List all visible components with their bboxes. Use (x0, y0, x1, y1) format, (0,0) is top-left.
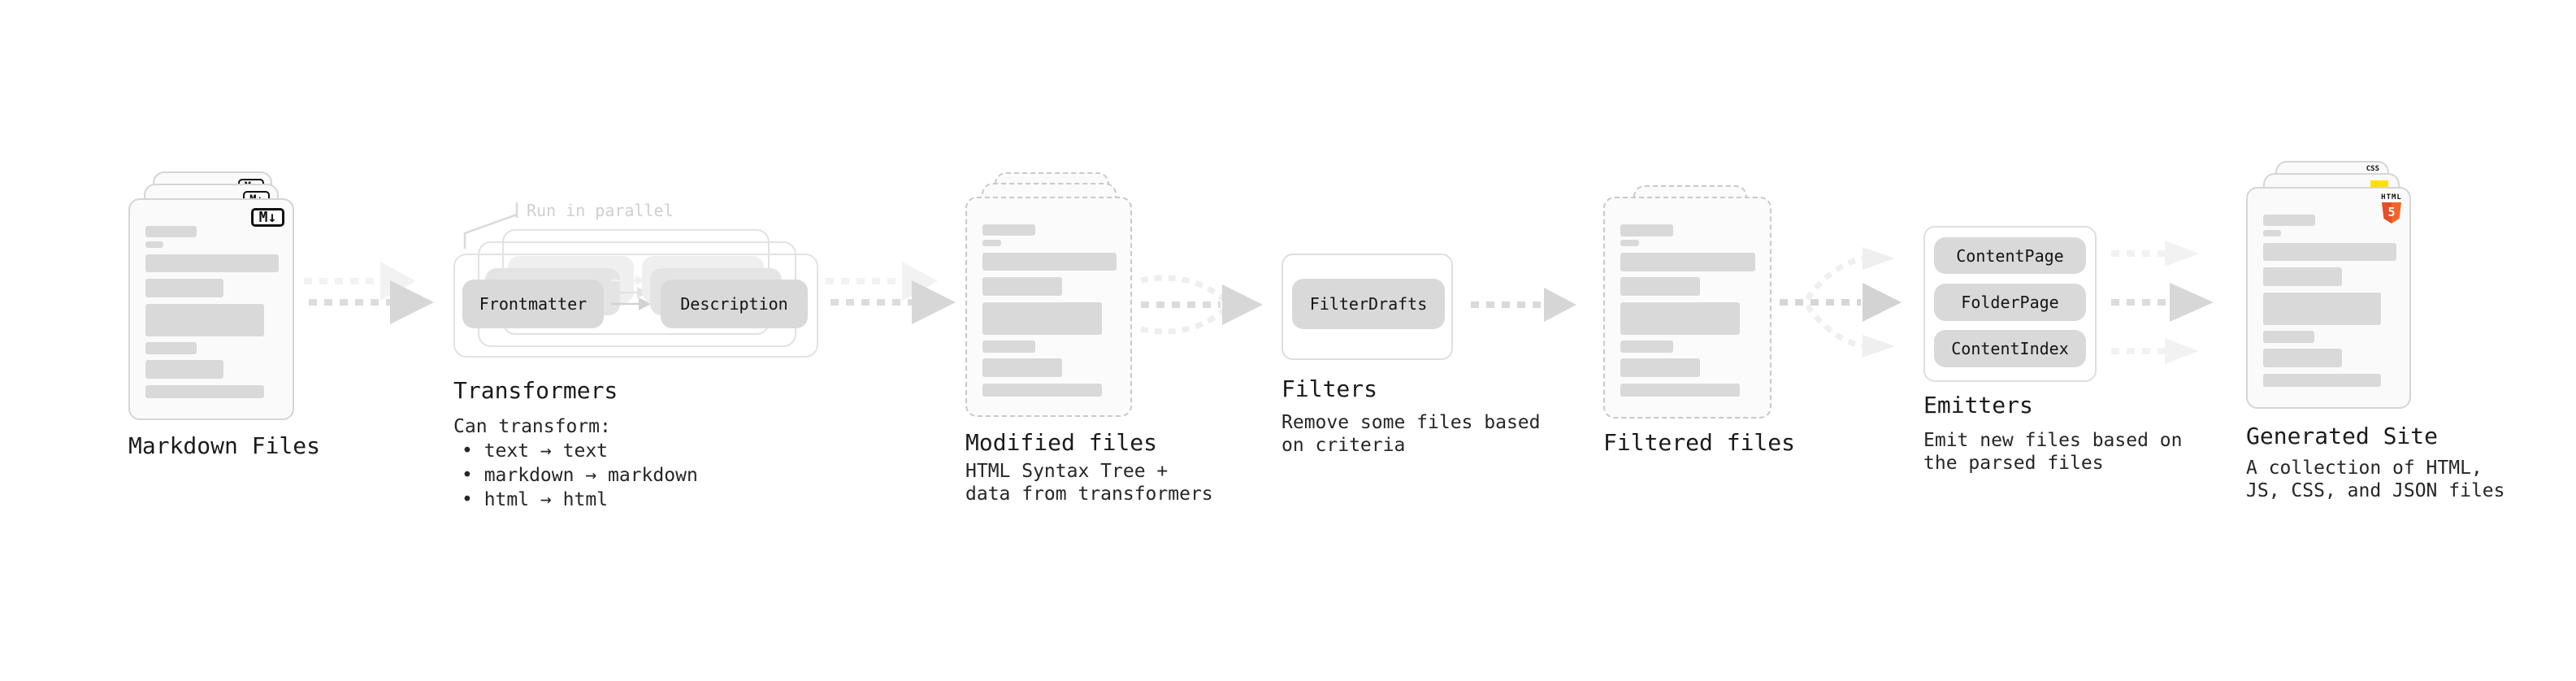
transformers-bullet: • markdown → markdown (462, 465, 698, 486)
flow-arrow-markdown-to-transformers (304, 262, 434, 324)
modified-files-label: Modified files (965, 429, 1158, 456)
frontmatter-pill: Frontmatter (462, 280, 604, 328)
parallel-mini-arrows (611, 275, 651, 310)
generated-desc-line: A collection of HTML, (2246, 458, 2483, 479)
markdown-file-card-front: M↓ (128, 198, 294, 420)
generated-desc-line: JS, CSS, and JSON files (2246, 480, 2505, 501)
flow-arrow-transformers-to-modified (826, 262, 956, 324)
filtered-files-label: Filtered files (1603, 429, 1796, 456)
emitters-heading: Emitters (1923, 392, 2033, 419)
emitters-desc-line: the parsed files (1923, 453, 2104, 474)
modified-file-card-front (965, 197, 1132, 417)
run-in-parallel-connector (463, 202, 518, 249)
transformers-heading: Transformers (453, 377, 618, 404)
filtered-file-card-front (1603, 197, 1772, 419)
html5-icon: HTML 5 (2379, 193, 2404, 223)
transformers-description: Can transform: • text → text • markdown … (453, 414, 698, 512)
modified-desc-line: data from transformers (965, 484, 1213, 505)
js-file-icon (2370, 180, 2388, 189)
transformers-desc-title: Can transform: (453, 416, 611, 437)
merge-arrow-modified-to-filters (1140, 275, 1263, 335)
filters-description: Remove some files based on criteria (1281, 411, 1541, 457)
fanout-arrows-filtered-to-emitters (1780, 247, 1902, 358)
markdown-icon: M↓ (251, 208, 284, 227)
generated-file-card-front: HTML 5 (2246, 187, 2411, 409)
transformers-bullet: • text → text (462, 440, 609, 462)
run-in-parallel-annotation: Run in parallel (527, 201, 674, 220)
modified-desc-line: HTML Syntax Tree + (965, 461, 1169, 482)
generated-site-label: Generated Site (2246, 423, 2439, 449)
transformer-layer-front (453, 254, 818, 358)
filters-desc-line: Remove some files based (1281, 412, 1541, 433)
contentindex-pill: ContentIndex (1934, 330, 2086, 367)
contentpage-pill: ContentPage (1934, 237, 2086, 274)
folderpage-pill: FolderPage (1934, 284, 2086, 321)
filters-desc-line: on criteria (1281, 435, 1406, 456)
filters-heading: Filters (1281, 375, 1378, 402)
description-pill: Description (661, 280, 808, 328)
flow-arrow-filters-to-filtered (1471, 288, 1576, 322)
flow-arrows-emitters-to-generated (2111, 241, 2214, 364)
generated-site-description: A collection of HTML, JS, CSS, and JSON … (2246, 457, 2505, 502)
modified-files-description: HTML Syntax Tree + data from transformer… (965, 460, 1213, 505)
markdown-files-label: Markdown Files (128, 432, 321, 459)
emitters-description: Emit new files based on the parsed files (1923, 429, 2183, 475)
filterdrafts-pill: FilterDrafts (1292, 279, 1445, 329)
transformers-bullet: • html → html (462, 489, 609, 510)
emitters-desc-line: Emit new files based on (1923, 430, 2183, 451)
